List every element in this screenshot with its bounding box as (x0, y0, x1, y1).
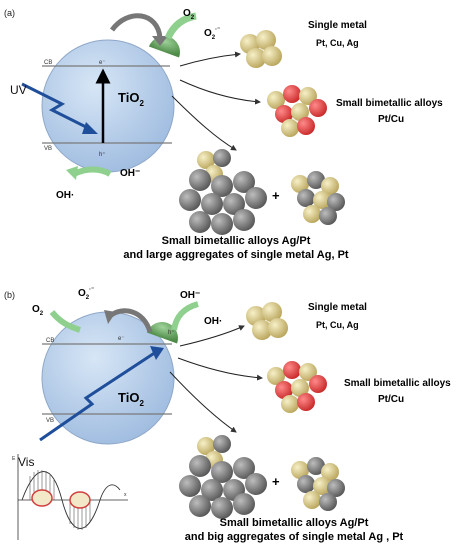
inset-particle-1 (31, 489, 53, 507)
aggregate-cluster-a (179, 149, 267, 235)
vis-lightning-arrow (39, 350, 157, 442)
tio2-label: TiO2 (118, 90, 144, 108)
panel-a: (a) CB VB e⁻ h⁺ TiO2 UV O2 O2·⁻ OH⁻ OH· (4, 8, 443, 261)
vb-label-b: VB (46, 418, 54, 424)
bimetallic-subtitle-b: Pt/Cu (378, 394, 404, 405)
hydroxyl-radical-label-b: OH· (204, 316, 222, 327)
electron-label-b: e⁻ (118, 336, 125, 342)
gold-cluster-b (246, 302, 288, 340)
hole-label: h⁺ (99, 151, 106, 158)
oh-arrowhead-icon (66, 166, 78, 180)
uv-label: UV (10, 83, 27, 97)
arrow-to-single-metal (179, 51, 241, 67)
cb-label: CB (44, 60, 52, 66)
o2-green-arrow-b (49, 310, 81, 333)
caption-a-line2: and large aggregates of single metal Ag,… (123, 249, 348, 261)
single-metal-title-b: Single metal (308, 302, 367, 313)
plus-sign-a: + (272, 188, 280, 203)
aggregate-cluster-b (179, 435, 267, 519)
agpt-cluster-a (291, 171, 345, 225)
caption-b-line1: Small bimetallic alloys Ag/Pt (220, 517, 369, 529)
gold-cluster-a (240, 30, 282, 68)
inset-particle-2 (69, 491, 91, 509)
caption-b-line2: and big aggregates of single metal Ag , … (185, 531, 404, 543)
electron-label: e⁻ (99, 60, 106, 66)
arrow-to-bimetallic (179, 79, 261, 105)
arrow-to-aggregates (171, 95, 237, 151)
single-metal-title-a: Single metal (308, 20, 367, 31)
transfer-arrowhead-icon (152, 36, 168, 46)
hole-label-b: h⁺ (168, 329, 175, 336)
bimetallic-cluster-b (267, 361, 327, 413)
caption-a-line1: Small bimetallic alloys Ag/Pt (162, 235, 311, 247)
transfer-curved-arrow (109, 13, 163, 39)
vis-label: Vis (18, 455, 34, 469)
cb-label-b: CB (46, 338, 54, 344)
oh-green-arrow (72, 166, 112, 177)
panel-b: (b) CB VB e⁻ TiO2 Vis h⁺ O2 O2·⁻ OH⁻ OH· (4, 287, 451, 543)
o2-label: O2 (183, 8, 195, 21)
hydroxyl-radical-label: OH· (56, 190, 74, 201)
o2-label-b: O2 (32, 304, 44, 317)
bimetallic-title-a: Small bimetallic alloys (336, 98, 443, 109)
inset-x-label: x (124, 492, 127, 498)
superoxide-label-b: O2·⁻ (78, 287, 94, 301)
agpt-cluster-b (291, 457, 345, 511)
arrow-to-single-metal-b (179, 325, 245, 347)
hydroxide-label: OH⁻ (120, 168, 140, 179)
metal-particle-dome-b (146, 322, 178, 344)
single-metal-subtitle-a: Pt, Cu, Ag (316, 38, 359, 48)
tio2-label-b: TiO2 (118, 390, 144, 408)
tio2-sphere (41, 39, 175, 173)
panel-b-label: (b) (4, 290, 15, 300)
bimetallic-subtitle-a: Pt/Cu (378, 114, 404, 125)
vb-label: VB (44, 146, 52, 152)
vis-arrowhead-icon (150, 346, 164, 360)
uv-lightning-arrow (21, 82, 93, 132)
bimetallic-title-b: Small bimetallic alloys (344, 378, 451, 389)
panel-a-label: (a) (4, 8, 15, 18)
o2-green-arrow (164, 12, 197, 40)
hydroxide-label-b: OH⁻ (180, 290, 200, 301)
superoxide-label: O2·⁻ (204, 27, 220, 41)
single-metal-subtitle-b: Pt, Cu, Ag (316, 320, 359, 330)
inset-y-label: E (12, 456, 16, 462)
bimetallic-cluster-a (267, 85, 327, 137)
plus-sign-b: + (272, 474, 280, 489)
arrow-to-bimetallic-b (177, 357, 263, 381)
uv-arrowhead-icon (82, 122, 98, 134)
oh-green-arrow-b (171, 301, 199, 331)
arrow-to-aggregates-b (169, 371, 237, 433)
plasmon-inset: E x (12, 454, 128, 540)
transfer-arrowhead-icon-b (104, 310, 116, 324)
